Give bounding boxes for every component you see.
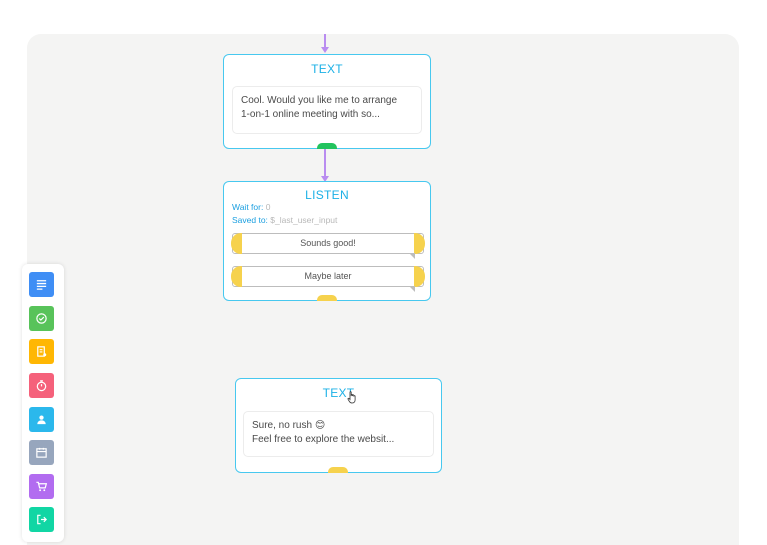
reply-label: Maybe later — [304, 271, 352, 281]
speech-tail-icon — [409, 253, 415, 259]
tool-check-button[interactable] — [29, 306, 54, 331]
stopwatch-icon — [36, 380, 47, 392]
wait-for-label: Wait for: — [232, 202, 264, 212]
text-node-1-title: TEXT — [311, 62, 343, 76]
reply-right-handle[interactable] — [414, 266, 425, 287]
text-node-2-title: TEXT — [322, 386, 355, 400]
connector-text-to-listen — [324, 149, 326, 177]
text-node-1-output-handle[interactable] — [317, 143, 337, 149]
reply-left-handle[interactable] — [231, 233, 242, 254]
check-circle-icon — [36, 313, 47, 324]
connector-top-arrow-icon — [321, 47, 329, 53]
user-icon — [37, 415, 46, 425]
text-node-2-line-2: Feel free to explore the websit... — [252, 434, 395, 445]
text-node-1-line-1: Cool. Would you like me to arrange — [241, 95, 398, 106]
listen-node[interactable]: LISTEN Wait for: 0 Saved to: $_last_user… — [223, 181, 431, 301]
text-node-2-output-handle[interactable] — [328, 467, 348, 473]
reply-button-maybe-later[interactable]: Maybe later — [231, 266, 425, 292]
wait-for-value: 0 — [265, 202, 271, 212]
reply-left-handle[interactable] — [231, 266, 242, 287]
tool-delay-button[interactable] — [29, 373, 54, 398]
reply-right-handle[interactable] — [414, 233, 425, 254]
saved-to-label: Saved to: — [232, 215, 268, 225]
tool-calendar-button[interactable] — [29, 440, 54, 465]
text-node-1-message[interactable]: Cool. Would you like me to arrange 1-on-… — [232, 86, 422, 134]
tool-user-button[interactable] — [29, 407, 54, 432]
reply-button-sounds-good[interactable]: Sounds good! — [231, 233, 425, 259]
speech-tail-icon — [409, 286, 415, 292]
text-node-1[interactable]: TEXT Cool. Would you like me to arrange … — [223, 54, 431, 149]
shopping-cart-icon — [36, 481, 48, 492]
calendar-icon — [36, 447, 47, 458]
flow-canvas[interactable]: TEXT Cool. Would you like me to arrange … — [27, 34, 739, 545]
text-node-1-line-2: 1-on-1 online meeting with so... — [241, 109, 380, 120]
saved-to-value: $_last_user_input — [270, 215, 338, 225]
hand-cursor-icon — [347, 391, 356, 404]
node-toolbar — [22, 264, 64, 542]
tool-text-button[interactable] — [29, 272, 54, 297]
listen-node-title: LISTEN — [305, 188, 349, 202]
listen-wait-for: Wait for: 0 — [232, 202, 270, 212]
tool-cart-button[interactable] — [29, 474, 54, 499]
text-node-2-line-1: Sure, no rush 😊 — [252, 420, 326, 431]
tool-form-button[interactable] — [29, 339, 54, 364]
reply-label: Sounds good! — [300, 238, 356, 248]
text-node-2-message[interactable]: Sure, no rush 😊 Feel free to explore the… — [243, 411, 434, 457]
listen-node-output-handle[interactable] — [317, 295, 337, 301]
text-lines-icon — [36, 280, 47, 290]
tool-exit-button[interactable] — [29, 507, 54, 532]
form-document-icon — [37, 346, 47, 357]
connector-top — [324, 34, 326, 48]
exit-icon — [37, 514, 47, 525]
text-node-2[interactable]: TEXT Sure, no rush 😊 Feel free to explor… — [235, 378, 442, 473]
connector-text-to-listen-arrow-icon — [321, 176, 329, 182]
listen-saved-to: Saved to: $_last_user_input — [232, 215, 337, 225]
